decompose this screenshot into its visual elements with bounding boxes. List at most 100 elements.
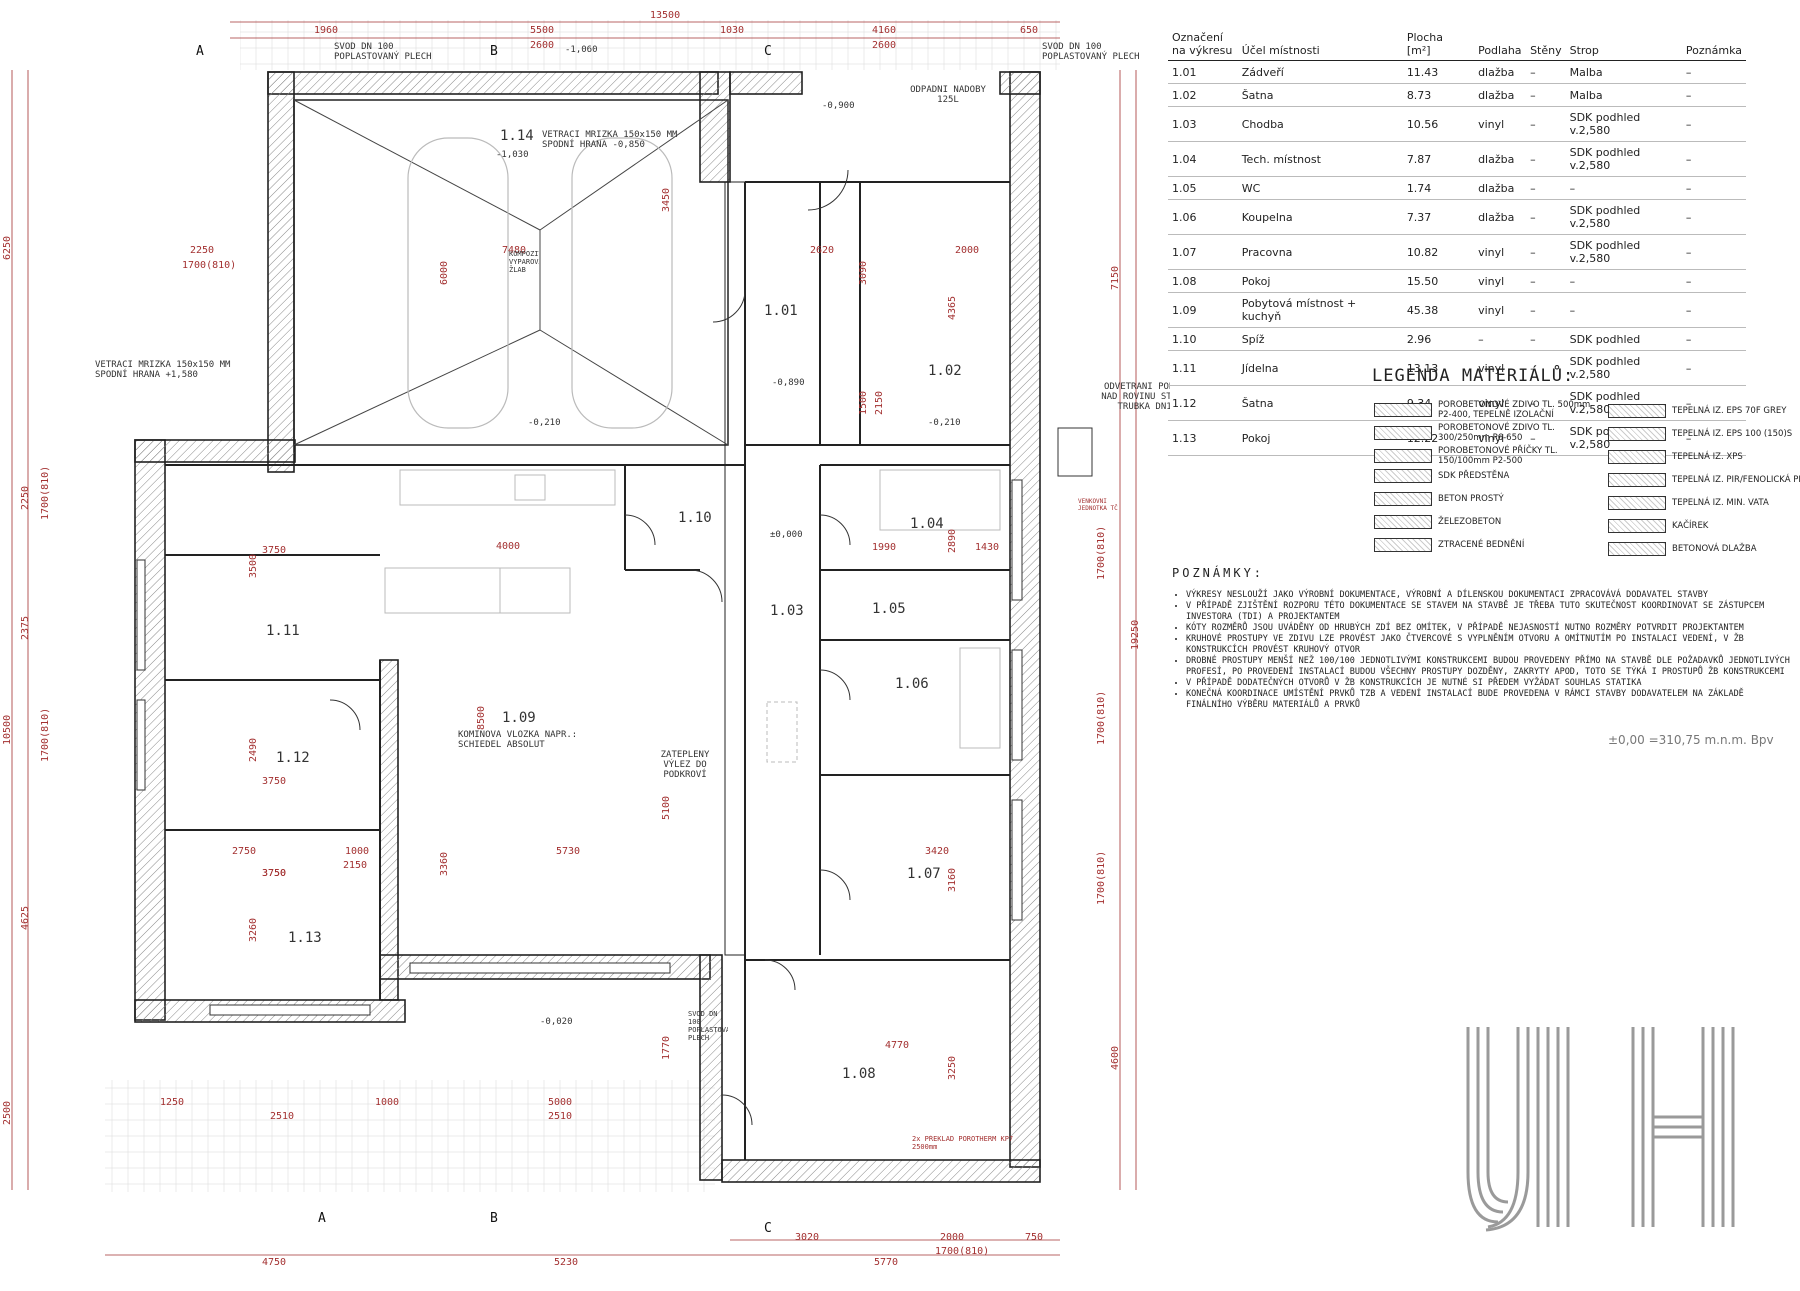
dimension: 1700(810) xyxy=(1096,851,1107,905)
material-swatch xyxy=(1374,426,1432,440)
table-cell: Pracovna xyxy=(1237,234,1403,270)
notes-list: VÝKRESY NESLOUŽÍ JAKO VÝROBNÍ DOKUMENTAC… xyxy=(1170,590,1792,711)
table-cell: – xyxy=(1526,199,1566,235)
terrace-paving xyxy=(105,1080,715,1192)
doors xyxy=(329,169,851,1126)
dimension: 5500 xyxy=(530,25,554,36)
legend-item: BETONOVÁ DLAŽBA xyxy=(1608,542,1800,556)
dimension: 4625 xyxy=(20,906,31,930)
legend-item: ŽELEZOBETON xyxy=(1374,515,1596,529)
dimension: 1700(810) xyxy=(935,1246,989,1257)
dimension-lines xyxy=(11,21,1137,1256)
dimension: 3420 xyxy=(925,846,949,857)
table-cell: – xyxy=(1526,234,1566,270)
material-swatch xyxy=(1374,515,1432,529)
dimension: 2500 xyxy=(2,1101,13,1125)
table-cell: vinyl xyxy=(1474,385,1527,421)
plan-annotations: SVOD DN 100 POPLASTOVANÝ PLECH SVOD DN 1… xyxy=(95,42,1170,1151)
level: -0,890 xyxy=(772,378,805,388)
table-cell: – xyxy=(1681,234,1746,270)
dimension: 3450 xyxy=(661,188,672,212)
table-cell: 1.74 xyxy=(1402,176,1475,200)
table-cell: 1.02 xyxy=(1168,83,1238,107)
fixtures xyxy=(384,427,1093,763)
level: -0,210 xyxy=(928,418,961,428)
table-cell: SDK podhled v.2,580 xyxy=(1565,234,1682,270)
attic-hatch-note: ZATEPLENÝ VÝLEZ DO PODKROVÍ xyxy=(660,750,710,780)
dimension: 4160 xyxy=(872,25,896,36)
dimension: 5230 xyxy=(554,1257,578,1268)
table-cell: – xyxy=(1526,141,1566,177)
room-1-09: 1.09 xyxy=(502,710,536,726)
table-cell: – xyxy=(1526,292,1566,328)
table-cell: SDK podhled v.2,580 xyxy=(1565,141,1682,177)
dimension: 13500 xyxy=(650,10,680,21)
room-1-10: 1.10 xyxy=(678,510,712,526)
table-cell: – xyxy=(1681,269,1746,293)
note-item: KONEČNÁ KOORDINACE UMÍSTĚNÍ PRVKŮ TZB A … xyxy=(1186,689,1792,711)
dimension: 1700(810) xyxy=(182,260,236,271)
dimension: 1770 xyxy=(661,1036,672,1060)
note-item: V PŘÍPADĚ ZJIŠTĚNÍ ROZPORU TÉTO DOKUMENT… xyxy=(1186,601,1792,623)
table-cell: vinyl xyxy=(1474,350,1527,386)
table-cell: dlažba xyxy=(1474,141,1527,177)
section-markers: A B C A B C xyxy=(196,44,772,1236)
table-cell: 15.50 xyxy=(1402,269,1475,293)
table-cell: SDK podhled v.2,580 xyxy=(1565,106,1682,142)
dimension: 5100 xyxy=(661,796,672,820)
note-item: V PŘÍPADĚ DODATEČNÝCH OTVORŮ V ŽB KONSTR… xyxy=(1186,678,1792,689)
table-cell: 1.09 xyxy=(1168,292,1238,328)
material-swatch xyxy=(1374,403,1432,417)
dimension: 3500 xyxy=(248,554,259,578)
legend-label: POROBETONOVÉ ZDIVO TL. 500mm P2-400, TEP… xyxy=(1438,400,1591,420)
waste-bins-note: ODPADNÍ NÁDOBY 125L xyxy=(910,85,986,105)
table-cell: – xyxy=(1681,199,1746,235)
table-cell: Koupelna xyxy=(1237,199,1403,235)
table-cell: 13.13 xyxy=(1402,350,1475,386)
legend-label: ZTRACENÉ BEDNĚNÍ xyxy=(1438,540,1525,550)
elevation-note: ±0,00 =310,75 m.n.m. Bpv xyxy=(1608,733,1774,747)
table-cell: 1.07 xyxy=(1168,234,1238,270)
table-cell: 1.05 xyxy=(1168,176,1238,200)
legend-item: TEPELNÁ IZ. XPS xyxy=(1608,450,1800,464)
dimension: 2150 xyxy=(874,391,885,415)
dimension: 750 xyxy=(1025,1232,1043,1243)
table-cell: Jídelna xyxy=(1237,350,1403,386)
col-header: Strop xyxy=(1565,28,1682,61)
dimension: 2600 xyxy=(872,40,896,51)
dimension: 2890 xyxy=(947,529,958,553)
table-cell: dlažba xyxy=(1474,60,1527,84)
table-cell: Pobytová místnost + kuchyň xyxy=(1237,292,1403,328)
dimensions-left: 6250 2250 1700(810) 2375 10500 1700(810)… xyxy=(2,236,51,1125)
level: -0,900 xyxy=(822,101,855,111)
material-swatch xyxy=(1608,473,1666,487)
room-1-03: 1.03 xyxy=(770,603,804,619)
table-cell: vinyl xyxy=(1474,106,1527,142)
table-cell: – xyxy=(1526,420,1566,456)
table-cell: Spíž xyxy=(1237,327,1403,351)
garage xyxy=(293,99,729,446)
room-1-06: 1.06 xyxy=(895,676,929,692)
dimension: 4600 xyxy=(1110,1046,1121,1070)
table-cell: – xyxy=(1681,420,1746,456)
table-cell: 1.12 xyxy=(1168,385,1238,421)
table-cell: SDK podhled xyxy=(1565,327,1682,351)
table-cell: dlažba xyxy=(1474,83,1527,107)
table-cell: Chodba xyxy=(1237,106,1403,142)
legend-label: SDK PŘEDSTĚNA xyxy=(1438,471,1510,481)
room-1-02: 1.02 xyxy=(928,363,962,379)
dimension: 3090 xyxy=(858,261,869,285)
dimension: 5000 xyxy=(548,1097,572,1108)
dimension: 2250 xyxy=(20,486,31,510)
room-1-04: 1.04 xyxy=(910,516,944,532)
dimension: 7480 xyxy=(502,245,526,256)
table-cell: – xyxy=(1565,292,1682,328)
table-cell: 10.56 xyxy=(1402,106,1475,142)
legend-item: TEPELNÁ IZ. EPS 70F GREY xyxy=(1608,404,1800,418)
table-cell: SDK podhled v.2,580 xyxy=(1565,199,1682,235)
dimension: 10500 xyxy=(2,715,13,745)
